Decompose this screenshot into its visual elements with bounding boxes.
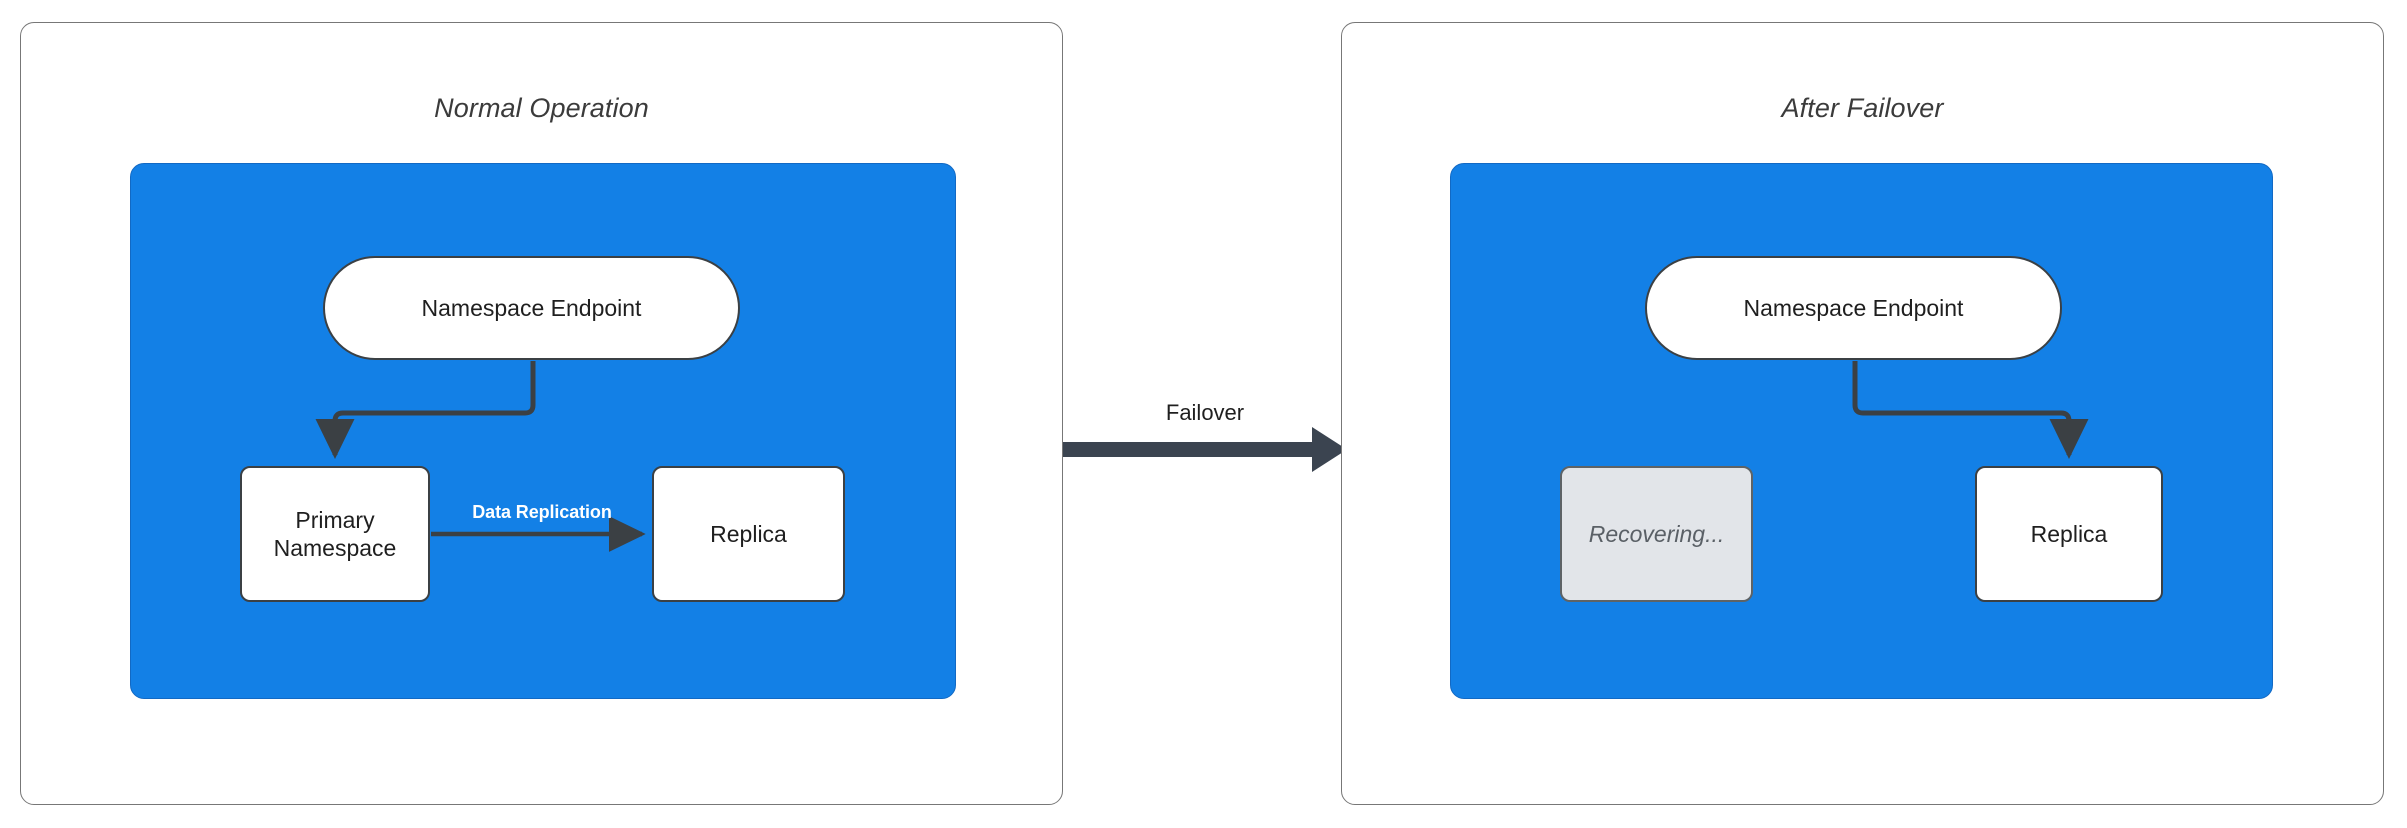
- node-recovering[interactable]: Recovering...: [1560, 466, 1753, 602]
- region-normal-operation: [130, 163, 956, 699]
- node-label: Namespace Endpoint: [1743, 294, 1964, 321]
- region-after-failover: [1450, 163, 2273, 699]
- failover-label: Failover: [1165, 400, 1245, 425]
- node-label: Replica: [710, 520, 787, 547]
- node-label: Recovering...: [1588, 520, 1725, 547]
- node-label: Namespace Endpoint: [421, 294, 642, 321]
- node-replica-left[interactable]: Replica: [652, 466, 845, 602]
- node-label: Replica: [2030, 520, 2108, 547]
- panel-title-normal-operation: Normal Operation: [434, 93, 649, 123]
- node-namespace-endpoint-right[interactable]: Namespace Endpoint: [1645, 256, 2062, 360]
- panel-title-after-failover: After Failover: [1781, 93, 1944, 123]
- node-namespace-endpoint-left[interactable]: Namespace Endpoint: [323, 256, 740, 360]
- node-label: Primary Namespace: [273, 506, 397, 561]
- right-arrow-icon: [1063, 427, 1347, 472]
- edge-label-data-replication: Data Replication: [472, 502, 612, 522]
- node-primary-namespace[interactable]: Primary Namespace: [240, 466, 430, 602]
- node-replica-right[interactable]: Replica: [1975, 466, 2163, 602]
